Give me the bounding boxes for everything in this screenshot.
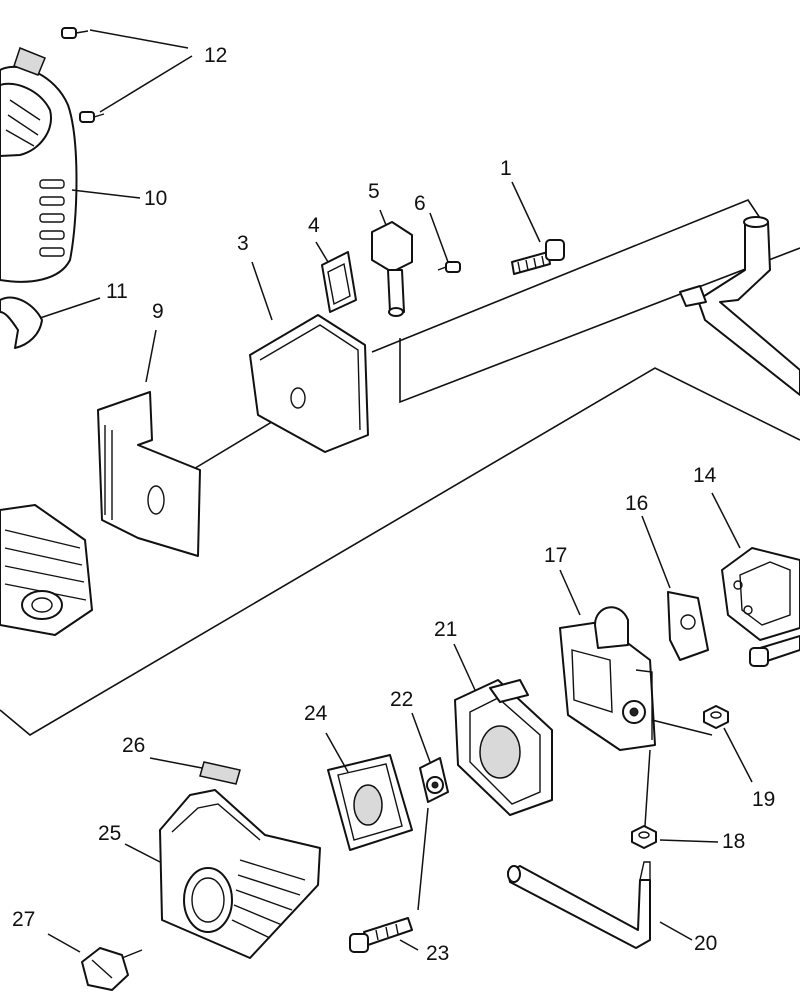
air-cleaner-base xyxy=(454,679,553,816)
fuel-pipe xyxy=(679,216,800,396)
callout-3: 3 xyxy=(237,232,249,255)
callout-labels: 1 3 4 5 6 9 10 11 12 14 16 17 18 19 20 2… xyxy=(12,44,775,965)
callout-20: 20 xyxy=(694,932,717,955)
cover-bracket xyxy=(0,296,43,349)
callout-26: 26 xyxy=(122,734,145,757)
callout-6: 6 xyxy=(414,192,426,215)
exhaust-deflector xyxy=(371,221,413,317)
muffler-gasket xyxy=(321,251,357,313)
cover-screw-lower xyxy=(79,111,105,123)
callout-16: 16 xyxy=(625,492,648,515)
muffler xyxy=(249,314,369,453)
callout-25: 25 xyxy=(98,822,121,845)
callout-21: 21 xyxy=(434,618,457,641)
engine-cover xyxy=(0,47,78,283)
air-cleaner-cover xyxy=(159,789,321,959)
label-plate xyxy=(199,761,241,785)
callout-22: 22 xyxy=(390,688,413,711)
callout-18: 18 xyxy=(722,830,745,853)
callout-11: 11 xyxy=(106,280,128,303)
muffler-bolt xyxy=(511,239,565,275)
callout-24: 24 xyxy=(304,702,328,725)
callout-5: 5 xyxy=(368,180,380,203)
engine-cylinder xyxy=(0,504,93,636)
heat-shield xyxy=(97,391,201,557)
air-filter xyxy=(327,754,413,851)
callout-17: 17 xyxy=(544,544,567,567)
air-cleaner-bolt xyxy=(349,917,413,953)
choke-plate xyxy=(419,757,449,803)
carburetor-gasket xyxy=(667,591,709,661)
callout-12: 12 xyxy=(204,44,227,67)
insulator-bolt xyxy=(749,635,800,667)
cover-knob xyxy=(81,947,143,991)
callout-19: 19 xyxy=(752,788,775,811)
callout-10: 10 xyxy=(144,187,167,210)
insulator xyxy=(721,547,800,641)
callout-27: 27 xyxy=(12,908,35,931)
callout-1: 1 xyxy=(500,157,512,180)
callout-9: 9 xyxy=(152,300,164,323)
fuel-line-nut xyxy=(631,825,657,849)
callout-leaders xyxy=(39,29,753,953)
carburetor-nut xyxy=(703,705,729,729)
carburetor xyxy=(559,606,656,751)
cover-screw-upper xyxy=(61,27,89,39)
throttle-cable xyxy=(507,861,651,949)
deflector-screw xyxy=(437,261,461,273)
callout-4: 4 xyxy=(308,214,320,237)
callout-14: 14 xyxy=(693,464,717,487)
callout-23: 23 xyxy=(426,942,449,965)
